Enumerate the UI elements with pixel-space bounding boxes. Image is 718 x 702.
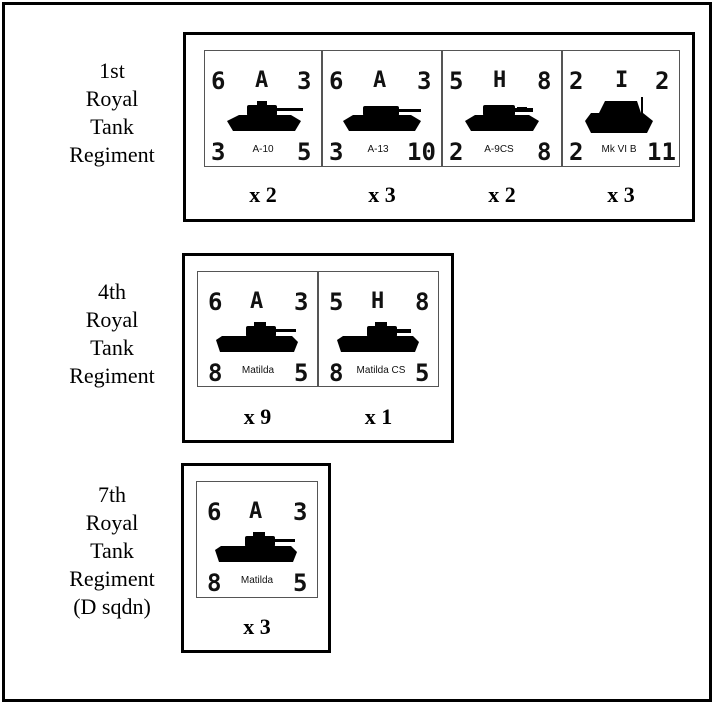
unit-counter-matilda: 6 A 3 8 Matilda 5 — [197, 271, 318, 387]
counter-quantity: x 1 — [364, 404, 393, 429]
counter-move-value: 5 — [297, 138, 312, 166]
counter-range-value: 3 — [293, 498, 308, 526]
regiment-label-line: (D sqdn) — [73, 594, 151, 619]
counter-attack-value: 6 — [207, 498, 222, 526]
counter-move-value: 5 — [294, 359, 309, 387]
tank-silhouette-icon — [215, 532, 297, 562]
counter-defense-value: 8 — [207, 569, 222, 597]
regiment-label-7rtr: 7th Royal Tank Regiment (D sqdn) — [52, 481, 172, 621]
counter-range-value: 3 — [294, 288, 309, 316]
regiment-label-line: Royal — [85, 510, 139, 535]
counter-attack-value: 6 — [329, 67, 344, 95]
counter-unit-name: Matilda — [240, 575, 274, 586]
counter-range-value: 8 — [415, 288, 430, 316]
counter-quantity: x 3 — [368, 182, 396, 207]
unit-counter-matilda: 6 A 3 8 Matilda 5 — [196, 481, 318, 598]
regiment-label-4rtr: 4th Royal Tank Regiment — [52, 278, 172, 390]
tank-silhouette-icon — [227, 101, 303, 131]
regiment-label-line: Regiment — [69, 566, 155, 591]
counter-unit-name: Mk VI B — [601, 144, 637, 155]
counter-quantity: x 3 — [607, 182, 635, 207]
counter-move-value: 10 — [407, 138, 436, 166]
tank-silhouette-icon — [343, 106, 421, 131]
counter-defense-value: 3 — [329, 138, 344, 166]
counter-range-value: 3 — [297, 67, 312, 95]
unit-counter-a13: 6 A 3 3 A-13 10 — [322, 50, 442, 167]
tank-silhouette-icon — [585, 97, 653, 133]
regiment-label-1rtr: 1st Royal Tank Regiment — [52, 57, 172, 169]
counter-unit-name: Matilda CS — [356, 365, 406, 376]
counter-attack-value: 2 — [569, 67, 584, 95]
regiment-group-7rtr: 6 A 3 8 Matilda 5 x 3 — [181, 463, 331, 653]
counter-attack-value: 5 — [329, 288, 344, 316]
regiment-label-line: 7th — [97, 482, 127, 507]
tank-silhouette-icon — [337, 322, 419, 352]
counter-unit-name: A-13 — [367, 144, 389, 155]
counter-move-value: 11 — [647, 138, 676, 166]
unit-counter-mkvib: 2 I 2 2 Mk VI B 11 — [562, 50, 680, 167]
counter-type-letter: H — [371, 289, 385, 314]
regiment-label-line: 1st — [99, 58, 125, 83]
counter-type-letter: A — [250, 289, 264, 314]
counter-defense-value: 8 — [329, 359, 344, 387]
counter-move-value: 5 — [415, 359, 430, 387]
counter-attack-value: 5 — [449, 67, 464, 95]
unit-counter-matilda-cs: 5 H 8 8 Matilda CS 5 — [318, 271, 439, 387]
regiment-group-4rtr: 6 A 3 8 Matilda 5 x 9 5 H 8 8 — [182, 253, 454, 443]
counter-unit-name: Matilda — [241, 365, 275, 376]
counter-move-value: 5 — [293, 569, 308, 597]
counter-defense-value: 3 — [211, 138, 226, 166]
regiment-label-line: Tank — [90, 335, 134, 360]
regiment-label-line: Regiment — [69, 142, 155, 167]
counter-type-letter: A — [255, 68, 269, 93]
counter-range-value: 2 — [655, 67, 670, 95]
regiment-label-line: Royal — [85, 307, 139, 332]
counter-quantity: x 2 — [488, 182, 516, 207]
counter-unit-name: A-9CS — [484, 144, 514, 155]
unit-counter-a10: 6 A 3 3 A-10 5 — [204, 50, 322, 167]
counter-quantity: x 2 — [249, 182, 277, 207]
unit-counter-a9cs: 5 H 8 2 A-9CS 8 — [442, 50, 562, 167]
counter-type-letter: H — [493, 68, 507, 93]
counter-defense-value: 8 — [208, 359, 223, 387]
tank-silhouette-icon — [465, 105, 539, 131]
counter-attack-value: 6 — [208, 288, 223, 316]
counter-range-value: 3 — [417, 67, 432, 95]
counter-type-letter: A — [249, 499, 263, 524]
counter-unit-name: A-10 — [252, 144, 274, 155]
counter-move-value: 8 — [537, 138, 552, 166]
regiment-label-line: 4th — [97, 279, 127, 304]
counter-attack-value: 6 — [211, 67, 226, 95]
counter-type-letter: A — [373, 68, 387, 93]
regiment-label-line: Tank — [90, 114, 134, 139]
regiment-label-line: Regiment — [69, 363, 155, 388]
counter-quantity: x 3 — [243, 614, 271, 639]
counter-defense-value: 2 — [449, 138, 464, 166]
regiment-label-line: Royal — [85, 86, 139, 111]
counter-quantity: x 9 — [243, 404, 272, 429]
regiment-group-1rtr: 6 A 3 3 A-10 5 x 2 6 A 3 3 A- — [183, 32, 695, 222]
counter-range-value: 8 — [537, 67, 552, 95]
tank-silhouette-icon — [216, 322, 298, 352]
counter-defense-value: 2 — [569, 138, 584, 166]
counter-type-letter: I — [615, 68, 629, 93]
regiment-label-line: Tank — [90, 538, 134, 563]
